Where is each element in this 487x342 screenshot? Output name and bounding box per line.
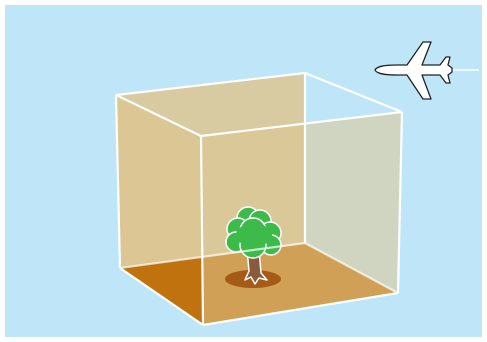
airplane-body (374, 41, 453, 100)
box-edges (114, 71, 404, 327)
box-right-wall (201, 112, 402, 325)
scene-svg (5, 5, 482, 337)
airplane-icon (374, 41, 479, 100)
